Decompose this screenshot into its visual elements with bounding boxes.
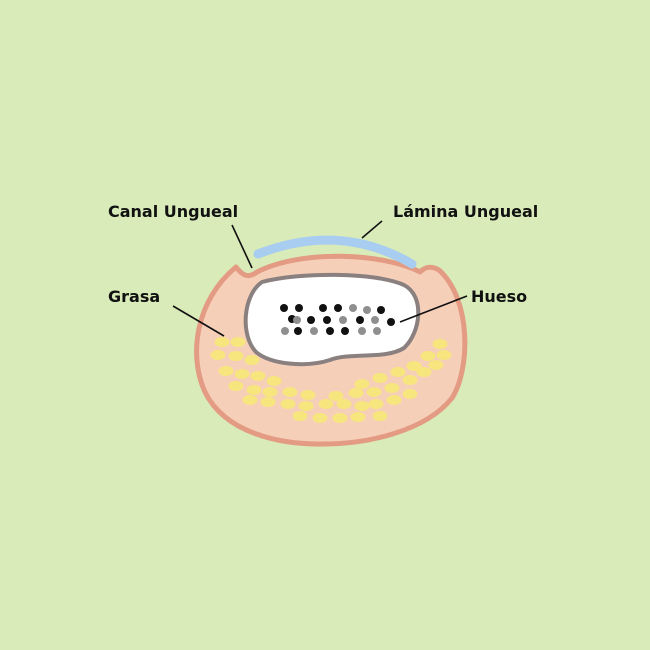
fat-lobule (266, 376, 282, 386)
fat-lobule (328, 391, 344, 401)
marrow-dot (293, 316, 301, 324)
fat-lobule (262, 387, 278, 397)
fat-lobule (372, 411, 388, 421)
marrow-dot (356, 316, 364, 324)
fat-lobule (292, 411, 308, 421)
fat-lobule (366, 387, 382, 397)
fat-lobule (250, 371, 266, 381)
fat-lobule (298, 401, 314, 411)
fat-lobule (416, 367, 432, 377)
fat-lobule (234, 369, 250, 379)
marrow-dot (371, 316, 379, 324)
marrow-dot (377, 306, 385, 314)
marrow-dot (310, 327, 318, 335)
fat-lobule (386, 395, 402, 405)
fat-lobule (210, 350, 226, 360)
fat-lobule (420, 351, 436, 361)
fat-lobule (300, 390, 316, 400)
marrow-dot (326, 327, 334, 335)
nail-plate (253, 235, 417, 269)
leader-line-lamina (361, 220, 383, 239)
marrow-dot (334, 304, 342, 312)
label-canal-ungueal: Canal Ungueal (108, 202, 239, 221)
fat-lobule (260, 397, 276, 407)
fat-lobule (242, 395, 258, 405)
fat-lobule (432, 339, 448, 349)
fat-lobule (228, 381, 244, 391)
fat-lobule (402, 389, 418, 399)
bone (243, 272, 421, 367)
marrow-dot (280, 304, 288, 312)
marrow-dot (349, 304, 357, 312)
marrow-dot (363, 306, 371, 314)
fat-lobule (348, 388, 364, 398)
fat-lobule (350, 412, 366, 422)
fat-lobule (390, 367, 406, 377)
marrow-dot (341, 327, 349, 335)
fat-lobule (282, 387, 298, 397)
fat-lobule (354, 379, 370, 389)
fat-lobule (244, 355, 260, 365)
fat-lobule (406, 361, 422, 371)
fat-lobule (218, 366, 234, 376)
bone-marrow-dots (280, 304, 395, 335)
fat-lobule (354, 401, 370, 411)
label-lamina-ungueal: Lámina Ungueal (393, 202, 539, 221)
fat-lobule (318, 399, 334, 409)
fat-lobule (332, 413, 348, 423)
marrow-dot (319, 304, 327, 312)
leader-line-canal (231, 224, 253, 269)
fat-lobule (280, 399, 296, 409)
marrow-dot (281, 327, 289, 335)
fat-lobule (384, 383, 400, 393)
fat-lobule (336, 399, 352, 409)
label-hueso: Hueso (471, 287, 528, 306)
fat-lobule (368, 399, 384, 409)
marrow-dot (295, 304, 303, 312)
marrow-dot (373, 327, 381, 335)
fat-lobule (230, 337, 246, 347)
fat-lobule (372, 373, 388, 383)
leader-line-hueso (399, 295, 468, 323)
marrow-dot (387, 318, 395, 326)
label-grasa: Grasa (108, 287, 161, 306)
fat-lobule (428, 360, 444, 370)
marrow-dot (323, 316, 331, 324)
marrow-dot (358, 327, 366, 335)
marrow-dot (339, 316, 347, 324)
fat-lobule (436, 350, 452, 360)
leader-line-grasa (172, 305, 225, 337)
marrow-dot (307, 316, 315, 324)
fat-lobule (246, 385, 262, 395)
fat-lobule (312, 413, 328, 423)
fat-lobule (402, 375, 418, 385)
fat-lobules (210, 337, 452, 423)
fat-lobule (214, 337, 230, 347)
fat-lobule (228, 351, 244, 361)
marrow-dot (294, 327, 302, 335)
